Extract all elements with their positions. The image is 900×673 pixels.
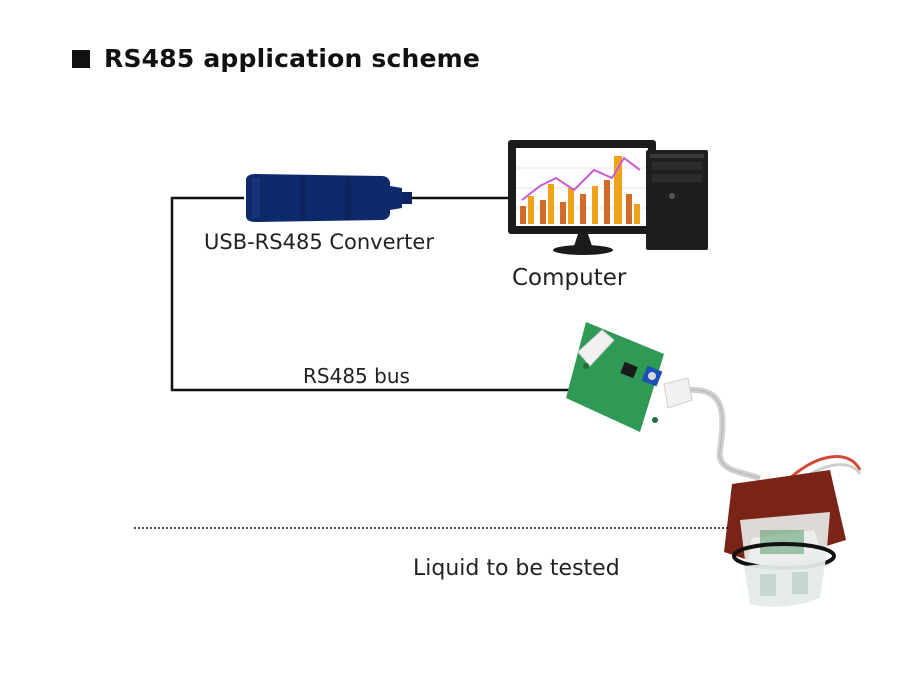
converter-label: USB-RS485 Converter [204,230,434,254]
usb-converter-icon [246,174,412,222]
rs485-bus-wire [170,196,612,392]
title-text: RS485 application scheme [104,44,481,73]
sensor-cable [689,386,761,481]
bus-label: RS485 bus [303,364,410,388]
computer-label: Computer [512,265,627,291]
title-bullet-icon [72,49,90,68]
liquid-label: Liquid to be tested [413,556,620,581]
sensor-red-wire [789,455,862,480]
wiring [170,196,612,392]
diagram-title: RS485 application scheme [72,44,480,73]
monitor-bars [520,156,640,224]
computer-icon [508,140,708,255]
liquid-sensor-icon [724,470,846,607]
monitor-trend-line [521,156,641,201]
rs485-module-icon [566,322,693,432]
